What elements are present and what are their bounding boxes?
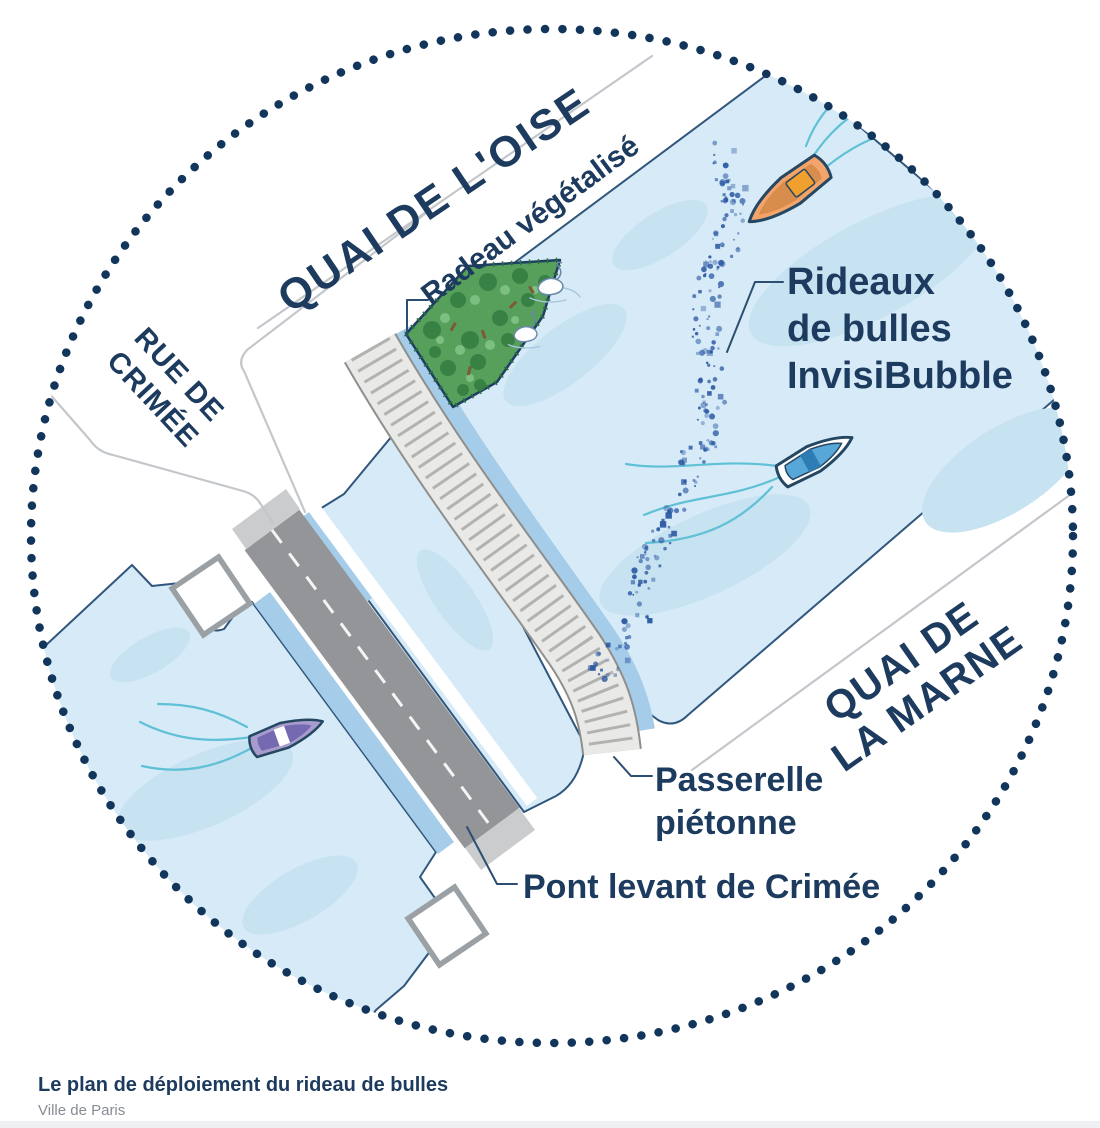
quay-strip (308, 504, 538, 806)
street-outlines (46, 54, 1073, 772)
label-rideaux-line1: Rideaux (787, 261, 935, 303)
label-passerelle-line1: Passerelle (655, 761, 823, 799)
caption-title: Le plan de déploiement du rideau de bull… (38, 1074, 448, 1096)
callout-pont (466, 826, 518, 885)
road-ramp-north (232, 489, 300, 549)
callout-radeau (406, 299, 429, 337)
boat-blue-icon (774, 435, 854, 489)
dotted-circle-border (26, 24, 1078, 1048)
bridge-square-south (404, 883, 490, 969)
label-passerelle-pietonne: Passerelle piétonne (655, 761, 823, 842)
channel-strip-road-left (254, 592, 454, 854)
bottom-edge-band (0, 1121, 1100, 1128)
footbridge-icon (343, 333, 642, 756)
label-passerelle-line2: piétonne (655, 804, 797, 842)
bubble-curtain-dots (587, 140, 749, 683)
boat-orange-icon (747, 153, 833, 224)
lift-bridge-road-icon (244, 509, 520, 849)
callout-passerelle (613, 756, 653, 777)
water-texture (110, 193, 1073, 935)
callout-rideaux (726, 281, 784, 353)
label-rideaux-de-bulles: Rideaux de bulles InvisiBubble (787, 261, 1013, 397)
caption-source: Ville de Paris (38, 1102, 125, 1119)
boat-purple-icon (248, 718, 325, 759)
label-rideaux-line2: de bulles (787, 308, 952, 350)
swan-icon (507, 311, 541, 349)
bridge-square-north (168, 553, 254, 639)
label-rideaux-line3: InvisiBubble (787, 355, 1013, 397)
swan-icon (529, 261, 581, 303)
label-pont-levant: Pont levant de Crimée (523, 868, 880, 906)
channel-strip-footbridge (394, 325, 655, 732)
vegetated-raft-icon (402, 257, 564, 411)
